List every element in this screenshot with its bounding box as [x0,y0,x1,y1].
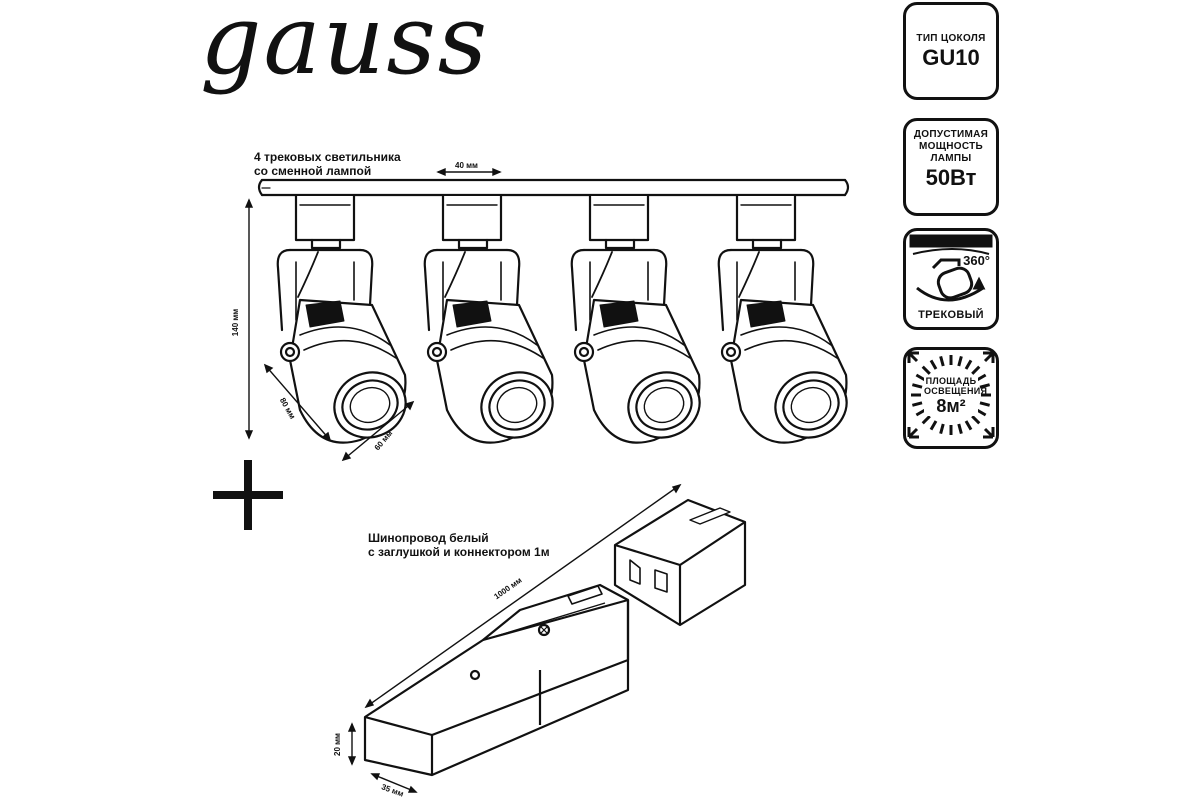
dim-label-40: 40 мм [455,161,478,170]
light-ray [976,373,987,382]
light-ray [976,408,987,417]
light-ray [979,383,991,389]
badge-socket-type: ТИП ЦОКОЛЯ GU10 [903,2,999,100]
light-ray [971,365,981,375]
badge-track-type: 360° ТРЕКОВЫЙ [903,228,999,330]
badge-rotation-label: 360° [963,253,990,268]
track-caption-line1: Шинопровод белый [368,531,489,545]
badge-area-line1: ПЛОЩАДЬ [925,376,977,386]
dimension-20mm [347,722,357,766]
plus-sign [213,460,283,530]
spotlights-caption-line2: со сменной лампой [254,164,372,178]
light-ray [964,359,973,370]
badge-area-value: 8м² [936,396,966,416]
badge-socket-label: ТИП ЦОКОЛЯ [916,33,986,44]
badge-socket-value: GU10 [922,45,980,70]
track-caption-line2: с заглушкой и коннектором 1м [368,545,550,559]
dimension-40mm [436,167,502,177]
track-spotlight-rotate-icon [909,234,993,302]
spotlights-caption-line1: 4 трековых светильника [254,150,401,164]
light-ray [939,355,945,367]
track-busbar [363,583,630,777]
badge-area: ПЛОЩАДЬ ОСВЕЩЕНИЯ 8м² [903,347,999,449]
light-ray [929,420,938,431]
light-ray [915,408,926,417]
dimension-60mm [341,400,415,462]
badge-power-value: 50Вт [925,165,977,190]
light-ray [979,401,991,407]
light-ray [957,423,963,435]
badge-power-line1: ДОПУСТИМАЯ [913,129,989,140]
badge-power: ДОПУСТИМАЯ МОЩНОСТЬ ЛАМПЫ 50Вт [903,118,999,216]
dimension-1000mm [364,483,682,709]
light-ray [911,401,923,407]
light-ray [911,383,923,389]
dimension-140mm [244,198,254,440]
light-ray [964,420,973,431]
light-ray [915,373,926,382]
dim-label-140: 140 мм [231,308,241,337]
spotlight [276,194,407,444]
light-ray [921,415,931,425]
badge-power-line2: МОЩНОСТЬ [919,141,983,152]
dimension-80mm [263,363,332,442]
light-ray [939,423,945,435]
spotlight [570,194,701,444]
light-ray [921,365,931,375]
light-ray [971,415,981,425]
dim-label-20: 20 мм [332,733,342,756]
brand-logo: gauss [200,0,490,96]
light-ray [929,359,938,370]
spotlight [717,194,848,444]
track-rail [257,178,850,197]
badge-track-label: ТРЕКОВЫЙ [918,309,984,321]
badge-power-line3: ЛАМПЫ [930,153,972,164]
track-end-cap [613,498,747,627]
dimension-35mm [370,773,418,793]
light-ray [957,355,963,367]
badge-area-line2: ОСВЕЩЕНИЯ [924,386,988,396]
spotlight [423,194,554,444]
